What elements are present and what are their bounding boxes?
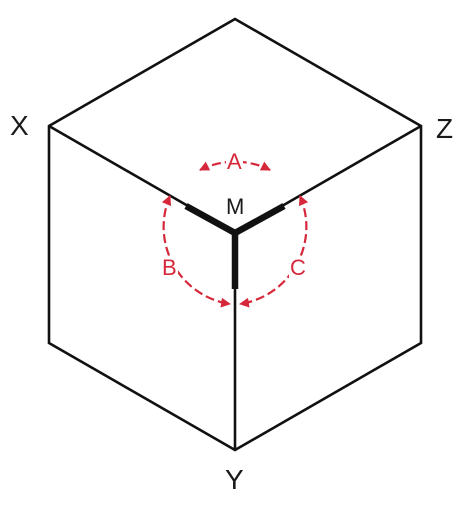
center-label-m: M <box>226 194 245 219</box>
corner-label-x: X <box>10 110 29 141</box>
angle-label-c: C <box>289 255 307 280</box>
corner-label-z: Z <box>436 113 454 144</box>
angle-label-a: A <box>226 149 243 174</box>
angle-arc-a <box>199 160 271 171</box>
angle-label-b: B <box>161 255 178 280</box>
corner-label-y: Y <box>225 464 244 495</box>
